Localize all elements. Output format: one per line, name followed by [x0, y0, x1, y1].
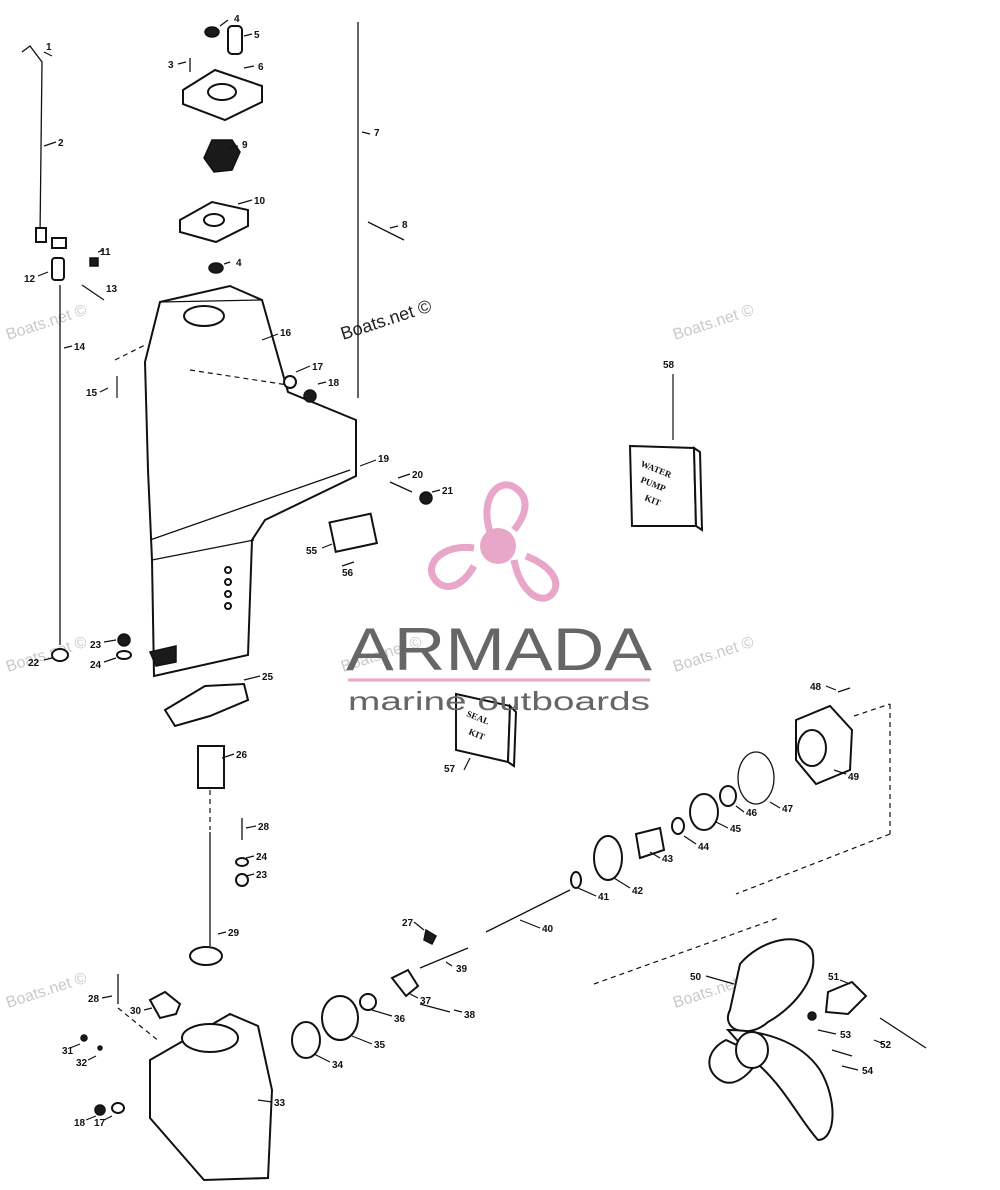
part-number: 40 — [542, 924, 554, 935]
part-number: 23 — [90, 640, 102, 651]
watermark-site: Boats.net © — [4, 634, 89, 676]
part-number: 1 — [46, 42, 52, 53]
drive-shaft-upper — [357, 22, 405, 398]
propeller-assembly — [593, 917, 927, 1142]
part-number: 56 — [342, 568, 354, 579]
propshaft-gear-train — [291, 687, 891, 1059]
part-number: 24 — [90, 660, 102, 671]
part-number: 7 — [374, 128, 380, 139]
part-number: 2 — [58, 138, 64, 149]
part-number: 52 — [880, 1040, 892, 1051]
part-number: 35 — [374, 1040, 386, 1051]
gearcase-housing — [80, 974, 274, 1182]
part-number: 30 — [130, 1006, 142, 1017]
part-number: 51 — [828, 972, 840, 983]
part-number-labels: 1 2 3 4 5 6 7 8 9 10 4 11 12 13 14 15 16… — [24, 14, 892, 1129]
watermark-site: Boats.net © — [4, 302, 89, 344]
part-number-58: 58 — [663, 360, 675, 371]
part-number: 49 — [848, 772, 860, 783]
watermark-site: Boats.net © — [4, 970, 89, 1012]
part-number: 38 — [464, 1010, 476, 1021]
part-number: 41 — [598, 892, 610, 903]
part-number: 12 — [24, 274, 36, 285]
drive-shaft-lower — [189, 745, 249, 966]
part-number: 39 — [456, 964, 468, 975]
water-pump-kit-box: 58 WATER PUMP KIT — [628, 360, 704, 532]
watermark-site: Boats.net © — [671, 302, 756, 344]
part-number: 47 — [782, 804, 794, 815]
part-number: 10 — [254, 196, 266, 207]
part-number: 24 — [256, 852, 268, 863]
part-number: 42 — [632, 886, 644, 897]
part-number: 8 — [402, 220, 408, 231]
part-number: 11 — [100, 247, 111, 258]
part-number: 53 — [840, 1030, 852, 1041]
part-number: 14 — [74, 342, 86, 353]
part-number: 3 — [168, 60, 174, 71]
part-number: 28 — [88, 994, 100, 1005]
part-number: 31 — [62, 1046, 74, 1057]
part-number: 43 — [662, 854, 674, 865]
part-number: 37 — [420, 996, 432, 1007]
part-number: 6 — [258, 62, 264, 73]
part-number: 54 — [862, 1066, 874, 1077]
part-number: 20 — [412, 470, 424, 481]
part-number: 36 — [394, 1014, 406, 1025]
part-number: 17 — [94, 1118, 106, 1129]
part-number: 32 — [76, 1058, 88, 1069]
part-number: 27 — [402, 918, 414, 929]
part-number: 34 — [332, 1060, 344, 1071]
gasket — [163, 682, 250, 728]
armada-logo: ARMADA marine outboards — [346, 481, 652, 716]
part-number: 45 — [730, 824, 742, 835]
driveshaft-housing — [114, 284, 433, 678]
logo-tagline: marine outboards — [348, 686, 650, 716]
part-number: 13 — [106, 284, 118, 295]
part-number: 26 — [236, 750, 248, 761]
water-pump-assembly — [179, 25, 263, 274]
watermark-site-center: Boats.net © — [338, 296, 434, 344]
part-number: 28 — [258, 822, 270, 833]
part-number: 55 — [306, 546, 318, 557]
part-number: 23 — [256, 870, 268, 881]
watermark-site: Boats.net © — [671, 634, 756, 676]
part-number: 16 — [280, 328, 292, 339]
part-number: 19 — [378, 454, 390, 465]
part-number: 48 — [810, 682, 822, 693]
propeller-logo-icon — [427, 481, 560, 602]
part-number: 25 — [262, 672, 274, 683]
part-number: 46 — [746, 808, 758, 819]
shift-rod-assembly — [21, 45, 105, 662]
part-number: 18 — [74, 1118, 86, 1129]
part-number: 22 — [28, 658, 40, 669]
part-number: 17 — [312, 362, 324, 373]
part-number: 4 — [234, 14, 240, 25]
part-number: 21 — [442, 486, 454, 497]
part-number-57: 57 — [444, 764, 456, 775]
part-number: 50 — [690, 972, 702, 983]
part-number: 4 — [236, 258, 242, 269]
part-number: 18 — [328, 378, 340, 389]
part-number: 9 — [242, 140, 248, 151]
part-number: 33 — [274, 1098, 286, 1109]
seal-kit-box: SEAL KIT 57 — [444, 692, 518, 775]
part-number: 5 — [254, 30, 260, 41]
logo-name: ARMADA — [346, 616, 652, 683]
leader-lines — [37, 19, 885, 1121]
part-number: 15 — [86, 388, 98, 399]
part-number: 44 — [698, 842, 710, 853]
part-number: 29 — [228, 928, 240, 939]
